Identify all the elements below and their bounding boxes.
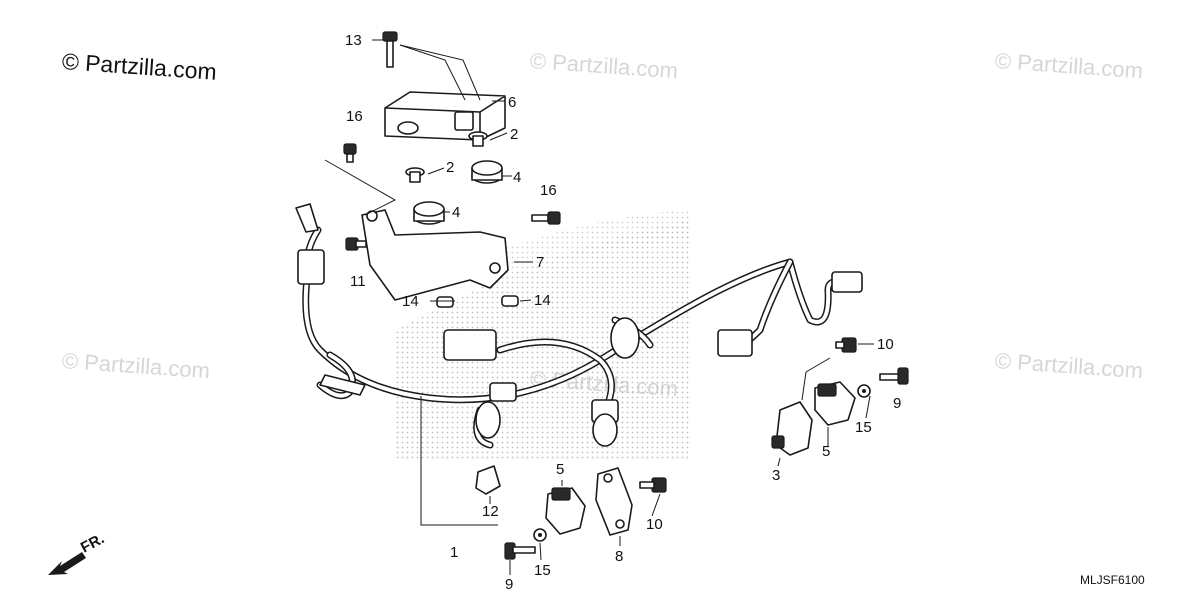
harness-connector <box>489 382 517 402</box>
callout-label: 10 <box>877 336 894 353</box>
bracket-8 <box>595 467 633 536</box>
clip-12 <box>475 465 501 495</box>
screw-9 <box>504 542 536 560</box>
nut-14 <box>501 295 519 307</box>
callout-label: 14 <box>402 293 419 310</box>
harness-clamp <box>475 401 501 439</box>
wire-harness <box>295 203 863 449</box>
harness-connector <box>443 329 497 361</box>
callout-label: 4 <box>452 204 460 221</box>
callout-label: 1 <box>450 544 458 561</box>
callout-label: 16 <box>540 182 557 199</box>
callout-label: 2 <box>510 126 518 143</box>
callout-label: 5 <box>822 443 830 460</box>
sensor-5 <box>814 381 856 426</box>
harness-connector <box>297 249 325 285</box>
bolt-10 <box>639 477 667 493</box>
bolt-11 <box>345 237 367 251</box>
rubber-mount <box>471 160 503 184</box>
washer-15 <box>533 528 547 542</box>
bolt-16 <box>531 211 561 225</box>
callout-label: 14 <box>534 292 551 309</box>
callout-label: 4 <box>513 169 521 186</box>
leader-lines <box>324 39 874 575</box>
collar <box>468 131 488 147</box>
rubber-mount <box>413 201 445 225</box>
callout-label: 13 <box>345 32 362 49</box>
callout-label: 5 <box>556 461 564 478</box>
callout-label: 9 <box>893 395 901 412</box>
collar <box>405 167 425 183</box>
harness-tie <box>319 374 366 396</box>
harness-terminal <box>295 203 319 233</box>
callout-label: 15 <box>534 562 551 579</box>
harness-connector <box>831 271 863 293</box>
callout-label: 16 <box>346 108 363 125</box>
callout-label: 3 <box>772 467 780 484</box>
callout-label: 7 <box>536 254 544 271</box>
bolt-16 <box>343 143 357 163</box>
diagram-code: MLJSF6100 <box>1080 573 1145 587</box>
sensor-5 <box>545 487 586 535</box>
bolt-10 <box>835 337 857 353</box>
callout-label: 15 <box>855 419 872 436</box>
callout-label: 8 <box>615 548 623 565</box>
front-direction-arrow: FR. <box>48 530 107 575</box>
washer-15 <box>857 384 871 398</box>
control-module <box>384 91 506 141</box>
callout-label: 2 <box>446 159 454 176</box>
callout-label: 9 <box>505 576 513 593</box>
callout-label: 6 <box>508 94 516 111</box>
callout-numbers: 13 6 2 16 2 4 16 4 7 11 14 14 10 9 15 5 … <box>345 32 901 593</box>
harness-clamp <box>610 317 640 359</box>
sensor-bracket-3 <box>771 401 813 456</box>
harness-clamp <box>592 413 618 447</box>
bolt-13 <box>382 31 398 68</box>
callout-label: 10 <box>646 516 663 533</box>
callout-label: 11 <box>350 273 366 290</box>
nut-14 <box>436 296 454 308</box>
harness-connector <box>717 329 753 357</box>
callout-label: 12 <box>482 503 499 520</box>
screw-9 <box>879 367 909 385</box>
bracket-7 <box>361 209 509 301</box>
